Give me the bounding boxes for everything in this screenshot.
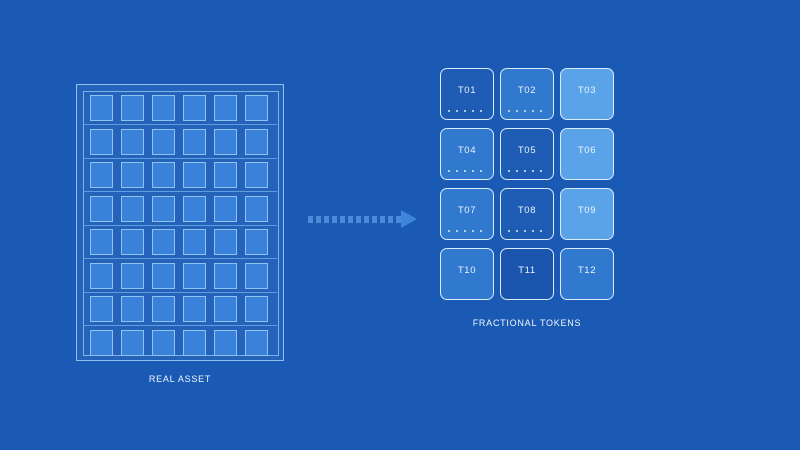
token-label: T01 (457, 85, 477, 96)
fractional-tokens-caption: FRACTIONAL TOKENS (472, 318, 582, 328)
building-window (214, 195, 237, 222)
building-window (121, 296, 144, 322)
building-window (152, 128, 175, 155)
token-label: T10 (457, 265, 477, 276)
token-perforation-line (448, 230, 488, 232)
token-tile-t06[interactable]: T06 (560, 128, 614, 180)
token-tile-t03[interactable]: T03 (560, 68, 614, 120)
building-window (121, 262, 144, 289)
building-window (183, 128, 206, 155)
building-window (90, 296, 113, 322)
token-label: T08 (517, 205, 537, 216)
building-floor (83, 259, 277, 293)
building-window (90, 329, 113, 356)
building-window (214, 329, 237, 356)
real-asset-building (76, 84, 284, 361)
building-window (152, 296, 175, 322)
building-window (90, 95, 113, 121)
token-label: T04 (457, 145, 477, 156)
building-window (183, 229, 206, 255)
building-window (121, 195, 144, 222)
building-window (214, 296, 237, 322)
building-window (90, 262, 113, 289)
arrow-head-icon (401, 210, 417, 228)
token-label: T06 (577, 145, 597, 156)
building-floor (83, 125, 277, 159)
token-tile-t08[interactable]: T08 (500, 188, 554, 240)
building-window (152, 162, 175, 188)
token-perforation-line (508, 230, 548, 232)
building-floor (83, 192, 277, 226)
building-window (183, 95, 206, 121)
building-window (245, 195, 268, 222)
building-window (121, 95, 144, 121)
token-label: T12 (577, 265, 597, 276)
building-window (121, 128, 144, 155)
building-window (121, 329, 144, 356)
arrow-dotted-line (308, 216, 402, 223)
building-window (90, 195, 113, 222)
building-window (90, 229, 113, 255)
building-window (183, 262, 206, 289)
building-floor (83, 225, 277, 259)
building-window (245, 296, 268, 322)
token-label: T02 (517, 85, 537, 96)
building-floor (83, 326, 277, 360)
token-label: T11 (518, 265, 536, 276)
token-tile-t12[interactable]: T12 (560, 248, 614, 300)
building-window (245, 229, 268, 255)
token-perforation-line (448, 110, 488, 112)
building-window (245, 128, 268, 155)
token-label: T09 (577, 205, 597, 216)
building-window (121, 229, 144, 255)
building-window (245, 329, 268, 356)
token-tile-t10[interactable]: T10 (440, 248, 494, 300)
building-window (152, 195, 175, 222)
token-perforation-line (508, 110, 548, 112)
building-window (214, 262, 237, 289)
token-tile-t02[interactable]: T02 (500, 68, 554, 120)
dashed-arrow-right-icon (308, 208, 418, 232)
building-window (214, 128, 237, 155)
building-window (245, 262, 268, 289)
token-tile-t09[interactable]: T09 (560, 188, 614, 240)
token-tile-t01[interactable]: T01 (440, 68, 494, 120)
building-window (152, 329, 175, 356)
token-tile-t05[interactable]: T05 (500, 128, 554, 180)
token-tile-t11[interactable]: T11 (500, 248, 554, 300)
building-window (121, 162, 144, 188)
token-perforation-line (448, 170, 488, 172)
building-window (90, 128, 113, 155)
building-window (245, 162, 268, 188)
building-floor (83, 292, 277, 326)
building-window (214, 229, 237, 255)
building-window (152, 229, 175, 255)
token-tile-t07[interactable]: T07 (440, 188, 494, 240)
token-label: T05 (517, 145, 537, 156)
building-window (183, 195, 206, 222)
building-window (183, 296, 206, 322)
building-window (214, 162, 237, 188)
building-window (90, 162, 113, 188)
building-window (152, 262, 175, 289)
token-label: T03 (577, 85, 597, 96)
building-floor (83, 158, 277, 192)
token-label: T07 (457, 205, 477, 216)
token-tile-t04[interactable]: T04 (440, 128, 494, 180)
building-floor (83, 91, 277, 125)
token-perforation-line (508, 170, 548, 172)
building-window (152, 95, 175, 121)
building-window (245, 95, 268, 121)
building-window (214, 95, 237, 121)
real-asset-caption: REAL ASSET (148, 374, 212, 384)
building-window (183, 162, 206, 188)
building-window (183, 329, 206, 356)
